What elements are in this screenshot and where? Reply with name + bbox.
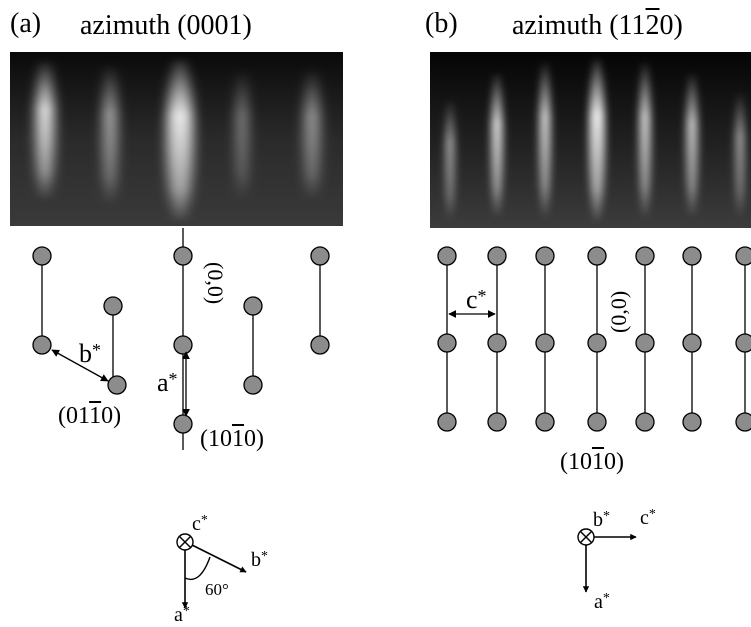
panel-a-title-index: (0001) — [177, 10, 252, 41]
c-star-label: c* — [466, 285, 487, 314]
rheed-pattern-a — [10, 52, 343, 226]
axes-a — [176, 533, 247, 609]
origin-label-b: (0,0) — [606, 290, 631, 333]
lattice-b — [437, 246, 751, 432]
axis-b-b-label: b* — [593, 509, 610, 531]
axis-b-c-label: c* — [640, 507, 656, 529]
lattice-a — [32, 228, 330, 450]
spot-label-10-10-a: (1010) — [200, 426, 264, 452]
panel-b-label: (b) — [425, 8, 458, 39]
rheed-pattern-b — [430, 52, 751, 228]
origin-label-a: (0,0) — [203, 262, 228, 305]
spot-label-10-10-b: (1010) — [560, 449, 624, 475]
panel-b-title-prefix: azimuth — [512, 10, 603, 41]
spot-label-01-10: (0110) — [58, 403, 122, 429]
panel-a-title-prefix: azimuth — [80, 10, 171, 41]
panel-a-label: (a) — [10, 8, 42, 39]
axes-b — [577, 528, 637, 593]
angle-label: 60° — [205, 580, 229, 599]
panel-a-title: azimuth (0001) — [80, 12, 252, 40]
a-star-label: a* — [157, 368, 178, 397]
panel-b-title: azimuth (1120) — [512, 12, 683, 40]
axis-b-a-label: a* — [594, 591, 610, 613]
panel-b-title-index: (1120) — [609, 10, 683, 41]
b-star-label: b* — [79, 339, 101, 368]
axis-a-c-label: c* — [192, 513, 208, 535]
axis-a-a-label: a* — [174, 604, 190, 626]
axis-a-b-label: b* — [251, 549, 268, 571]
